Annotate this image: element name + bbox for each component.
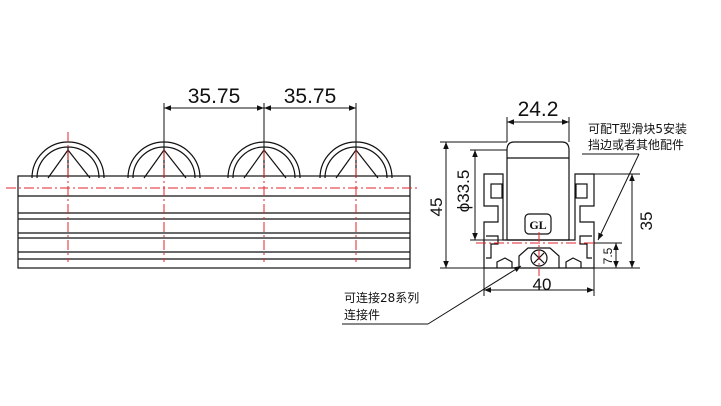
note-accessory-line2: 挡边或者其他配件 xyxy=(588,138,684,152)
section-centerlines xyxy=(476,232,604,276)
leader-lines xyxy=(342,153,640,325)
roller-width-label: 24.2 xyxy=(518,98,559,121)
overall-height-label: 45 xyxy=(427,198,446,217)
roller-diameter-label: ϕ33.5 xyxy=(454,170,473,213)
side-view-centerlines xyxy=(6,132,420,262)
section-dimensions xyxy=(440,117,640,296)
aluminum-profile-side xyxy=(17,175,411,269)
profile-section xyxy=(483,173,595,269)
pitch-label-2: 35.75 xyxy=(284,85,337,108)
pitch-dimension xyxy=(163,103,357,148)
gl-logo: GL xyxy=(524,213,552,235)
note-accessory-line1: 可配T型滑块5安装 xyxy=(588,121,687,136)
profile-height-label: 35 xyxy=(637,212,656,231)
note-connector-line1: 可连接28系列 xyxy=(344,290,419,305)
slot-height-label: 7.5 xyxy=(601,247,615,264)
pitch-label-1: 35.75 xyxy=(188,85,241,108)
note-connector-line2: 连接件 xyxy=(344,307,380,322)
cross-section-view xyxy=(483,141,595,269)
profile-width-label: 40 xyxy=(533,275,552,294)
gl-logo-text: GL xyxy=(529,218,546,232)
side-view xyxy=(17,141,411,269)
roller-section xyxy=(506,141,570,241)
